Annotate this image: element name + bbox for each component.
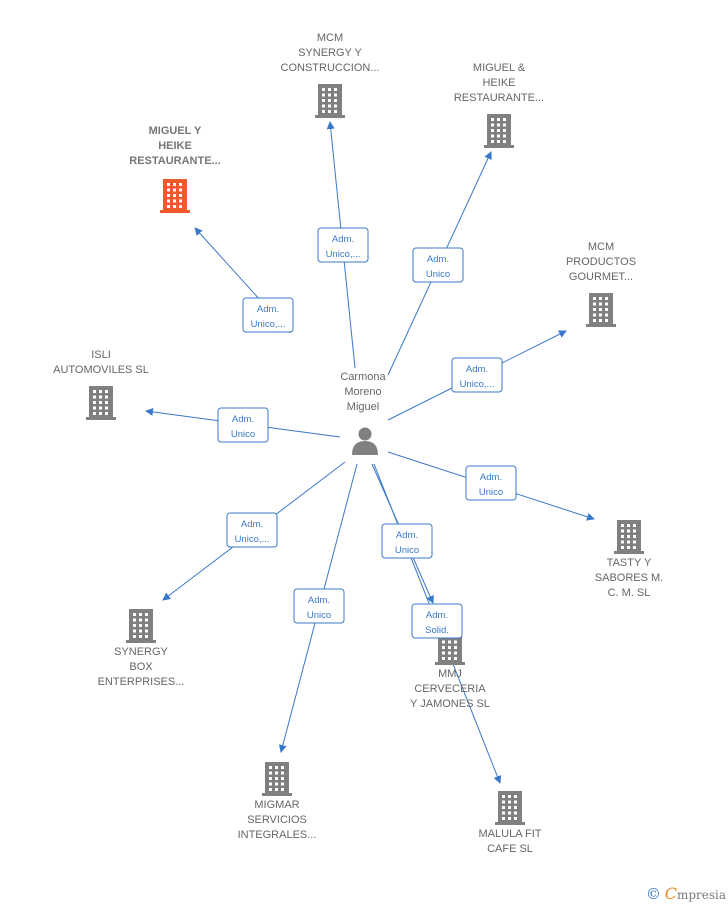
relation-role-box[interactable]: Adm. Unico (293, 588, 345, 624)
relation-role-line: Adm. (427, 254, 449, 265)
person-name-label-line: Miguel (347, 401, 379, 413)
company-building-icon[interactable] (160, 179, 190, 213)
company-name-label: SYNERGY BOX ENTERPRISES... (98, 646, 185, 688)
relation-role-label: Adm. Unico (231, 414, 255, 440)
company-name-label-line: SABORES M. (595, 572, 663, 584)
person-icon[interactable] (352, 427, 378, 456)
company-name-label: TASTY Y SABORES M. C. M. SL (595, 557, 663, 599)
company-name-label-line: GOURMET... (569, 271, 633, 283)
company-name-label-line: TASTY Y (607, 557, 652, 569)
company-building-icon[interactable] (484, 114, 514, 148)
company-name-label-line: BOX (129, 661, 153, 673)
relation-role-line: Unico (231, 429, 255, 440)
relation-role-label: Adm. Unico,... (460, 364, 495, 390)
relation-role-box[interactable]: Adm. Unico,... (317, 227, 369, 263)
company-building-icon[interactable] (86, 386, 116, 420)
company-name-label-line: MIGMAR (254, 799, 299, 811)
relation-role-label: Adm. Unico,... (326, 234, 361, 260)
relation-role-label: Adm. Unico,... (235, 519, 270, 545)
relation-role-line: Unico,... (326, 249, 361, 260)
company-name-label-line: PRODUCTOS (566, 256, 636, 268)
relation-role-label: Adm. Unico,... (251, 304, 286, 330)
company-building-icon[interactable] (315, 84, 345, 118)
relation-role-label: Adm. Unico (307, 595, 331, 621)
relation-role-line: Unico,... (251, 319, 286, 330)
relation-role-line: Solid. (425, 625, 449, 636)
company-name-label: ISLI AUTOMOVILES SL (53, 349, 149, 376)
relation-role-box[interactable]: Adm. Unico,... (226, 512, 278, 548)
relation-role-line: Unico,... (460, 379, 495, 390)
relation-role-line: Unico (395, 545, 419, 556)
company-name-label-line: INTEGRALES... (238, 829, 317, 841)
relation-role-line: Unico,... (235, 534, 270, 545)
relation-role-line: Adm. (466, 364, 488, 375)
relation-role-line: Adm. (396, 530, 418, 541)
company-name-label: MIGUEL & HEIKE RESTAURANTE... (454, 62, 544, 104)
company-name-label: MCM PRODUCTOS GOURMET... (566, 241, 636, 283)
relation-role-box[interactable]: Adm. Unico,... (451, 357, 503, 393)
company-name-label-line: ISLI (91, 349, 111, 361)
relation-role-line: Unico (479, 487, 503, 498)
company-name-label-line: MCM (588, 241, 614, 253)
relation-role-line: Unico (426, 269, 450, 280)
relation-role-box[interactable]: Adm. Solid. (411, 603, 463, 639)
company-name-label: MALULA FIT CAFE SL (479, 828, 542, 855)
company-name-label-line: HEIKE (158, 140, 192, 152)
company-building-icon[interactable] (495, 791, 525, 825)
relation-role-line: Adm. (480, 472, 502, 483)
brand-initial: C (664, 884, 677, 903)
relation-role-box[interactable]: Adm. Unico (465, 465, 517, 501)
company-name-label-line: CAFE SL (487, 843, 533, 855)
empresia-watermark: © Cmpresia (646, 884, 726, 903)
company-building-icon[interactable] (586, 293, 616, 327)
company-name-label-line: MIGUEL & (473, 62, 526, 74)
company-name-label-line: SYNERGY (114, 646, 168, 658)
person-name-label-line: Moreno (344, 386, 381, 398)
company-building-icon[interactable] (126, 609, 156, 643)
company-name-label: MIGMAR SERVICIOS INTEGRALES... (238, 799, 317, 841)
company-name-label: MIGUEL Y HEIKE RESTAURANTE... (129, 125, 220, 167)
relation-role-box[interactable]: Adm. Unico (217, 407, 269, 443)
company-name-label-line: RESTAURANTE... (454, 92, 544, 104)
relation-role-label: Adm. Solid. (425, 610, 449, 636)
company-name-label: MCM SYNERGY Y CONSTRUCCION... (281, 32, 380, 74)
company-name-label-line: SYNERGY Y (298, 47, 362, 59)
relation-role-line: Unico (307, 610, 331, 621)
relation-role-box[interactable]: Adm. Unico,... (242, 297, 294, 333)
relation-role-line: Adm. (257, 304, 279, 315)
copyright-icon: © (645, 885, 661, 903)
relation-role-line: Adm. (308, 595, 330, 606)
company-name-label-line: MCM (317, 32, 343, 44)
company-name-label: MMJ CERVECERIA Y JAMONES SL (410, 668, 490, 710)
relation-role-label: Adm. Unico (395, 530, 419, 556)
company-name-label-line: CONSTRUCCION... (281, 62, 380, 74)
relation-role-label: Adm. Unico (479, 472, 503, 498)
brand-name: mpresia (676, 888, 726, 902)
company-building-icon[interactable] (614, 520, 644, 554)
company-name-label-line: MIGUEL Y (149, 125, 202, 137)
company-name-label-line: C. M. SL (608, 587, 651, 599)
relation-role-line: Adm. (241, 519, 263, 530)
relation-role-line: Adm. (426, 610, 448, 621)
relation-role-box[interactable]: Adm. Unico (412, 247, 464, 283)
relation-role-line: Adm. (232, 414, 254, 425)
company-name-label-line: CERVECERIA (414, 683, 486, 695)
company-name-label-line: HEIKE (482, 77, 515, 89)
company-building-icon[interactable] (262, 762, 292, 796)
company-name-label-line: AUTOMOVILES SL (53, 364, 149, 376)
company-name-label-line: MALULA FIT (479, 828, 542, 840)
company-name-label-line: RESTAURANTE... (129, 155, 220, 167)
relation-role-line: Adm. (332, 234, 354, 245)
relation-role-label: Adm. Unico (426, 254, 450, 280)
relation-role-box[interactable]: Adm. Unico (381, 523, 433, 559)
company-name-label-line: SERVICIOS (247, 814, 307, 826)
company-name-label-line: ENTERPRISES... (98, 676, 185, 688)
person-name-label-line: Carmona (340, 371, 386, 383)
company-name-label-line: MMJ (438, 668, 462, 680)
company-name-label-line: Y JAMONES SL (410, 698, 490, 710)
